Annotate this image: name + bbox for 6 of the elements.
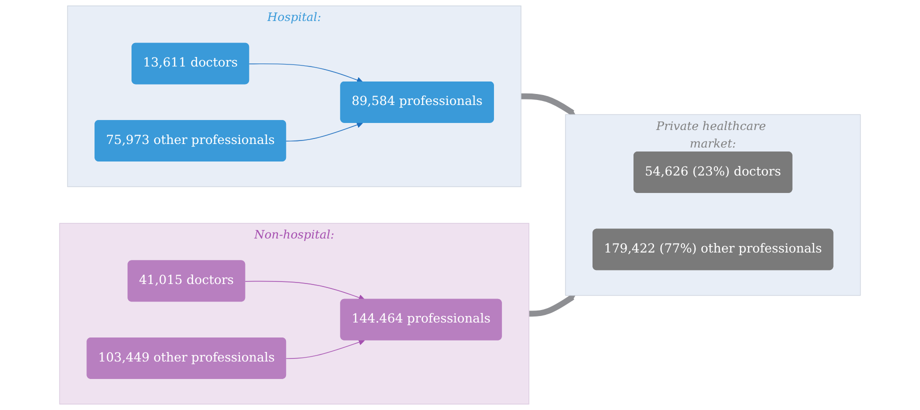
arrow xyxy=(286,339,365,359)
arrow xyxy=(528,294,576,317)
arrow xyxy=(520,93,576,116)
arrow xyxy=(286,122,364,142)
arrow xyxy=(244,280,365,301)
arrow xyxy=(248,63,364,84)
